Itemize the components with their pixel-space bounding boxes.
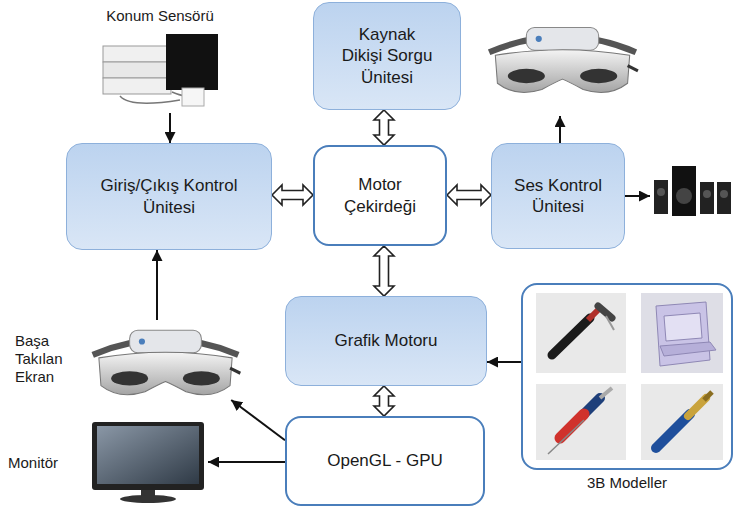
- tig-torch-picture: [598, 306, 612, 318]
- mig-gun-picture: [641, 384, 723, 460]
- mig-gun-picture: [688, 398, 706, 416]
- motion-sensor-picture: [166, 34, 218, 90]
- motion-sensor-picture: [103, 78, 171, 94]
- motion-sensor-picture: [103, 34, 218, 106]
- node-label: OpenGL - GPU: [327, 450, 443, 471]
- motion-sensor-picture: [103, 62, 171, 78]
- monitor-picture: [92, 422, 204, 490]
- node-label: Motor Çekirdeği: [330, 174, 430, 217]
- speaker-picture: [654, 166, 731, 216]
- mig-gun-picture: [641, 384, 723, 460]
- hmd-node: Başa Takılan Ekran: [15, 320, 245, 400]
- tig-torch-picture: [536, 293, 626, 373]
- speaker-picture: [676, 188, 692, 204]
- block-arrow: [374, 386, 394, 416]
- electrode-holder-picture: [536, 384, 626, 460]
- speaker-picture: [672, 166, 696, 216]
- speaker-picture: [703, 190, 711, 198]
- welding-booth-picture: [660, 342, 716, 356]
- model-frame: 3B Modeller: [521, 283, 733, 470]
- speaker-picture: [654, 180, 668, 214]
- electrode-holder-picture: [560, 414, 584, 438]
- output-arrows: [625, 195, 650, 197]
- core-box: Motor Çekirdeği: [313, 145, 447, 246]
- node-label: 3B Modeller: [523, 474, 731, 492]
- arrow-connector: [169, 113, 171, 143]
- node-label: Başa Takılan Ekran: [15, 332, 79, 386]
- tig-torch-picture: [552, 318, 590, 355]
- motion-sensor-picture: [182, 88, 204, 106]
- process-box: Ses Kontrol Ünitesi: [491, 143, 625, 249]
- hmd-picture: [489, 27, 638, 92]
- monitor-picture: [97, 426, 199, 484]
- welding-booth-picture: [641, 293, 723, 373]
- block-arrow: [374, 246, 394, 296]
- electrode-holder-picture: [548, 420, 584, 454]
- electrode-holder-picture: [536, 384, 626, 460]
- monitor-node: Monitör: [8, 418, 208, 506]
- speaker-picture: [657, 188, 665, 196]
- sensor-node: Konum Sensörü: [95, 3, 225, 113]
- block-arrow: [374, 110, 394, 145]
- speaker-picture: [720, 190, 728, 198]
- arrow-connector: [156, 250, 158, 320]
- gpu-box: OpenGL - GPU: [285, 416, 485, 506]
- tig-torch-picture: [536, 293, 626, 373]
- process-box: Giriş/Çıkış Kontrol Ünitesi: [66, 143, 272, 250]
- speaker-picture: [700, 182, 714, 214]
- block-arrow: [272, 185, 313, 205]
- node-label: Grafik Motoru: [335, 330, 438, 351]
- process-box: Kaynak Dikişi Sorgu Ünitesi: [313, 2, 461, 110]
- node-label: Monitör: [8, 454, 78, 472]
- monitor-picture: [120, 495, 176, 503]
- electrode-holder-picture: [600, 388, 612, 398]
- welding-booth-picture: [664, 313, 702, 341]
- mig-gun-picture: [656, 414, 690, 448]
- mig-gun-picture: [704, 392, 712, 400]
- process-box: Grafik Motoru: [285, 296, 487, 386]
- tig-torch-picture: [606, 316, 614, 330]
- speaker-picture: [717, 182, 731, 214]
- monitor-picture: [92, 422, 204, 503]
- hmd-picture: [93, 330, 241, 394]
- output-arrows: [559, 116, 561, 143]
- node-label: Konum Sensörü: [95, 7, 225, 25]
- node-label: Kaynak Dikişi Sorgu Ünitesi: [339, 24, 435, 88]
- motion-sensor-picture: [103, 46, 171, 62]
- node-label: Giriş/Çıkış Kontrol Ünitesi: [94, 175, 244, 218]
- block-arrow: [447, 185, 491, 205]
- node-label: Ses Kontrol Ünitesi: [508, 175, 608, 218]
- arrow-connector: [231, 400, 285, 440]
- welding-booth-picture: [641, 293, 723, 373]
- arrow-connector: [208, 461, 285, 463]
- arrow-connector: [487, 361, 521, 363]
